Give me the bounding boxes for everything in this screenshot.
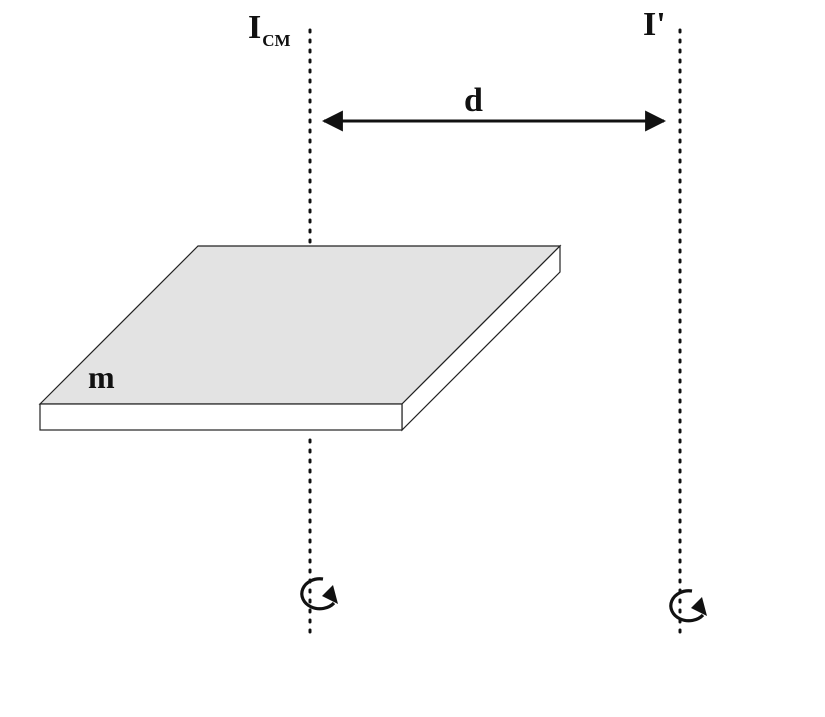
parallel-axis-label: I' — [643, 6, 666, 43]
cm-rotation-icon — [300, 577, 338, 611]
cm-axis-label-main: I — [248, 9, 261, 46]
mass-label: m — [88, 359, 115, 395]
plate-front-face — [39, 403, 403, 431]
cm-axis-label: ICM — [248, 9, 291, 50]
distance-label: d — [464, 82, 483, 119]
cm-axis-label-sub: CM — [262, 31, 290, 50]
parallel-rotation-icon — [669, 589, 707, 623]
